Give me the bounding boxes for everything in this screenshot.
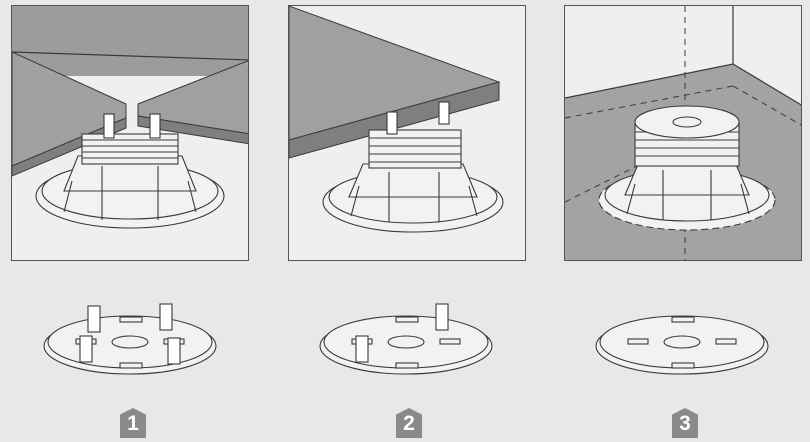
panel-tile-edge: [288, 5, 526, 261]
pedestal: [598, 105, 776, 231]
panel-wall-corner: [564, 5, 802, 261]
tile-edge-illustration: [289, 6, 525, 233]
step-badge-3: 3: [672, 408, 698, 438]
wall-corner-illustration: [565, 6, 801, 260]
step-badge-2: 2: [396, 408, 422, 438]
pedestal: [322, 101, 504, 233]
pedestal-top-four-tabs: [40, 292, 220, 377]
pedestal-top-no-tabs: [592, 292, 772, 377]
pedestal: [35, 113, 225, 229]
tiles: [12, 6, 248, 177]
panel-corner-tiles: [11, 5, 249, 261]
step-badge-1: 1: [120, 408, 146, 438]
pedestal-top-two-tabs: [316, 292, 496, 377]
corner-tiles-illustration: [12, 6, 248, 229]
